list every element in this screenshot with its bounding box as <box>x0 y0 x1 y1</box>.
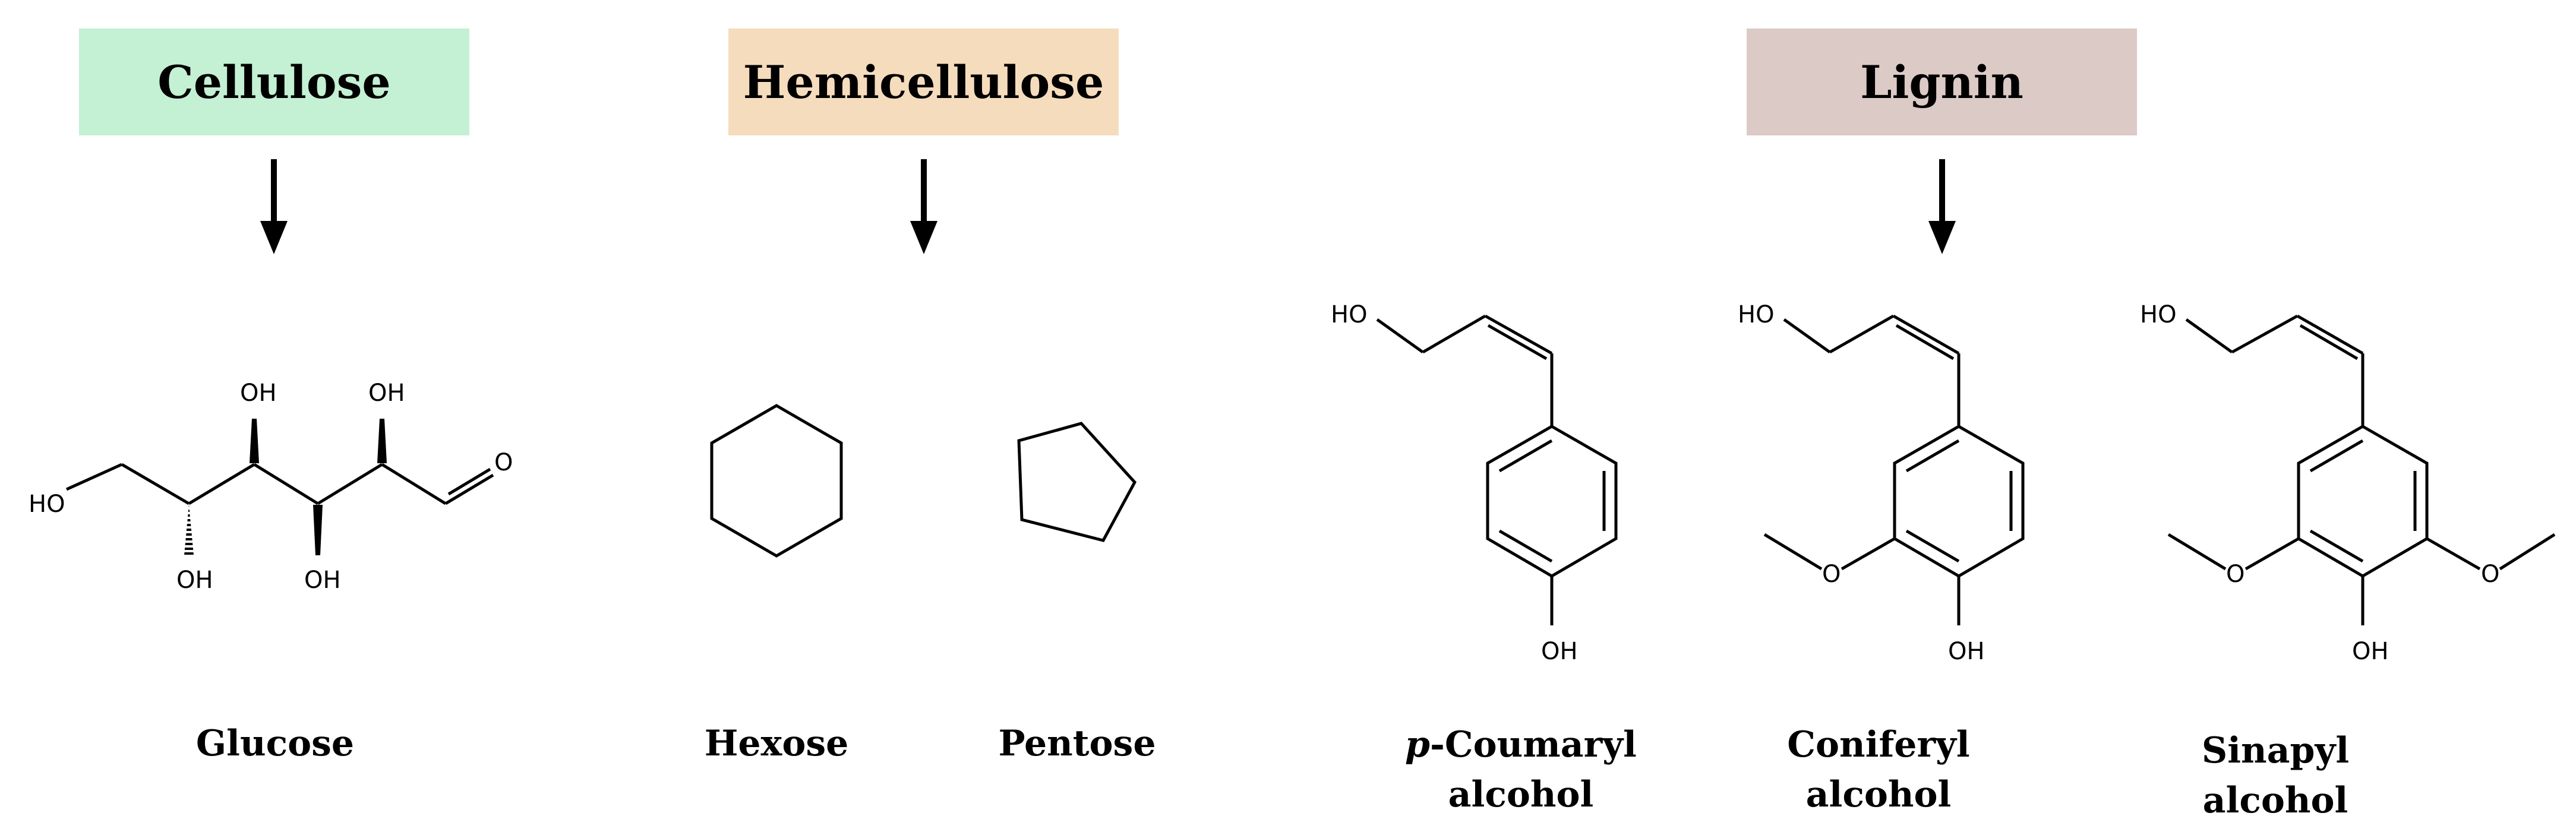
glucose-oh-c5-label: OH <box>368 379 405 407</box>
glucose-hash-c2 <box>184 505 194 555</box>
glucose-aldehyde-o-label: O <box>494 449 513 476</box>
coniferyl-ho-label: HO <box>1738 301 1775 328</box>
sinapyl-label: Sinapyl alcohol <box>2097 726 2454 825</box>
hexose-ring <box>710 404 843 558</box>
coumaryl-name-line1: -Coumaryl <box>1430 724 1637 766</box>
coumaryl-label: p-Coumaryl alcohol <box>1343 720 1699 820</box>
glucose-wedge-c4 <box>313 505 323 555</box>
hemicellulose-arrow-icon <box>910 159 937 254</box>
cellulose-title: Cellulose <box>157 55 391 109</box>
hemicellulose-title: Hemicellulose <box>743 55 1104 109</box>
hexose-label: Hexose <box>704 723 849 764</box>
sinapyl-oh-label: OH <box>2352 638 2389 665</box>
coniferyl-methoxy-o-label: O <box>1822 561 1841 588</box>
glucose-oh-c4-label: OH <box>304 567 341 594</box>
sinapyl-name-line2: alcohol <box>2202 780 2348 821</box>
lignin-box: Lignin <box>1747 29 2137 135</box>
lignin-arrow-icon <box>1928 159 1956 254</box>
coniferyl-label: Coniferyl alcohol <box>1700 720 2057 820</box>
glucose-oh-c3-label: OH <box>240 379 277 407</box>
coumaryl-ho-label: HO <box>1331 301 1368 328</box>
glucose-label: Glucose <box>195 723 355 764</box>
lignin-title: Lignin <box>1860 55 2023 109</box>
coumaryl-structure <box>1376 314 1618 625</box>
pentose-ring <box>1017 422 1137 542</box>
glucose-oh-c2-label: OH <box>176 567 213 594</box>
coniferyl-name-line2: alcohol <box>1805 774 1952 815</box>
glucose-structure <box>65 463 494 505</box>
glucose-ho-label: HO <box>29 491 65 518</box>
pentose-label: Pentose <box>998 723 1156 764</box>
glucose-wedge-c3 <box>250 419 259 463</box>
glucose-wedge-c5 <box>377 419 387 463</box>
cellulose-arrow-icon <box>260 159 288 254</box>
coumaryl-name-line2: alcohol <box>1448 774 1594 815</box>
coniferyl-name-line1: Coniferyl <box>1787 724 1970 766</box>
coumaryl-prefix: p <box>1405 724 1430 766</box>
sinapyl-name-line1: Sinapyl <box>2201 730 2350 771</box>
sinapyl-ho-label: HO <box>2140 301 2177 328</box>
cellulose-box: Cellulose <box>79 29 469 135</box>
sinapyl-structure <box>2167 314 2556 625</box>
coniferyl-structure <box>1763 314 2025 625</box>
sinapyl-methoxy-o-right-label: O <box>2481 561 2499 588</box>
hemicellulose-box: Hemicellulose <box>728 29 1119 135</box>
coumaryl-oh-label: OH <box>1541 638 1578 665</box>
coniferyl-oh-label: OH <box>1948 638 1985 665</box>
sinapyl-methoxy-o-left-label: O <box>2226 561 2244 588</box>
